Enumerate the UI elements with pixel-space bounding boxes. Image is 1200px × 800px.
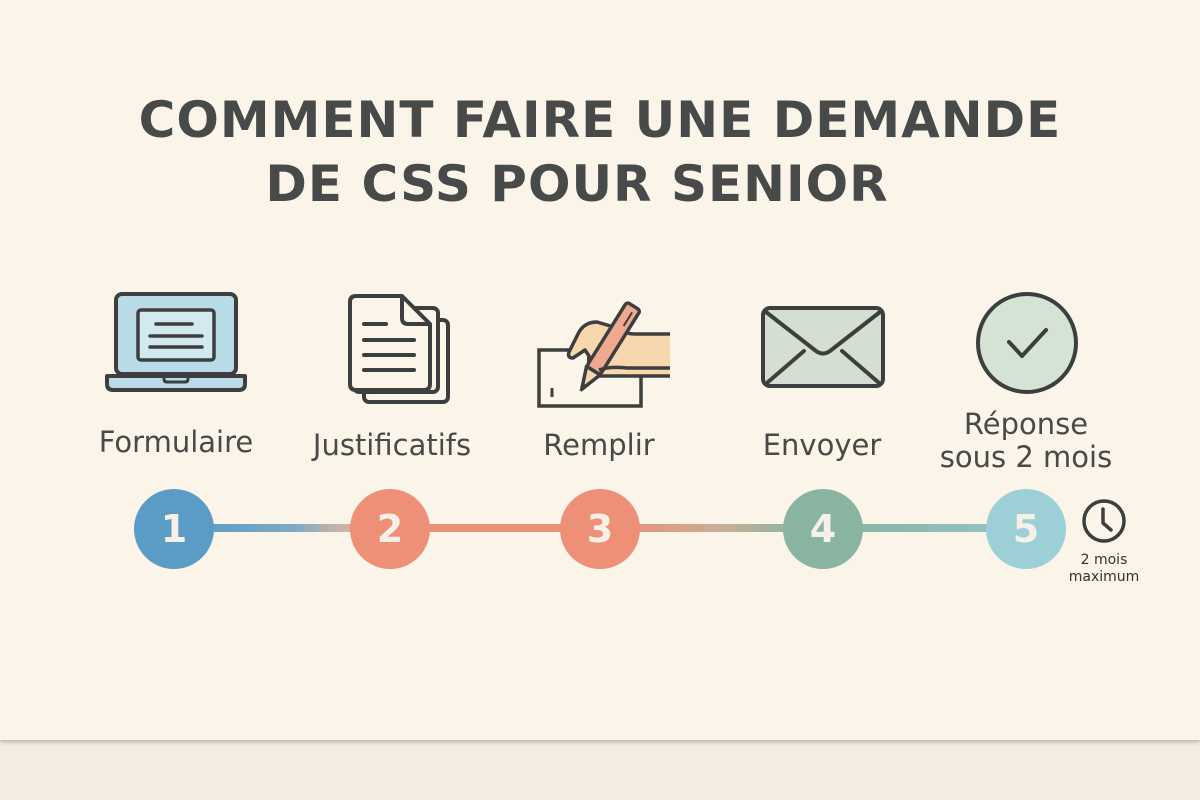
step-5-label-line-1: Réponse — [963, 407, 1089, 441]
step-1-badge: 1 — [134, 489, 214, 569]
step-5-label: Réponse sous 2 mois — [940, 408, 1112, 474]
step-4-badge: 4 — [783, 489, 863, 569]
title-line-1: COMMENT FAIRE UNE DEMANDE — [138, 91, 1062, 149]
deadline-line-2: maximum — [1068, 569, 1140, 585]
step-4-label: Envoyer — [762, 428, 882, 462]
envelope-icon — [761, 306, 885, 388]
connector-2-3 — [410, 524, 580, 532]
clock-icon — [1082, 499, 1126, 543]
laptop-form-icon — [105, 292, 247, 392]
step-2-badge: 2 — [350, 489, 430, 569]
step-1-label: Formulaire — [98, 425, 254, 459]
deadline-line-1: 2 mois — [1080, 552, 1128, 568]
connector-4-5 — [840, 524, 1010, 532]
connector-3-4 — [620, 524, 805, 532]
hand-writing-icon — [537, 301, 670, 408]
page-title: COMMENT FAIRE UNE DEMANDE DE CSS POUR SE… — [0, 88, 1200, 216]
step-5-badge: 5 — [986, 489, 1066, 569]
step-3-label: Remplir — [543, 428, 655, 462]
step-3-badge: 3 — [560, 489, 640, 569]
documents-icon — [348, 294, 450, 404]
connector-1-2 — [200, 524, 370, 532]
step-2-label: Justificatifs — [312, 428, 472, 462]
step-5-label-line-2: sous 2 mois — [939, 440, 1113, 474]
check-circle-icon — [976, 292, 1078, 394]
deadline-note: 2 mois maximum — [1069, 552, 1140, 586]
title-line-2: DE CSS POUR SENIOR — [265, 155, 889, 213]
